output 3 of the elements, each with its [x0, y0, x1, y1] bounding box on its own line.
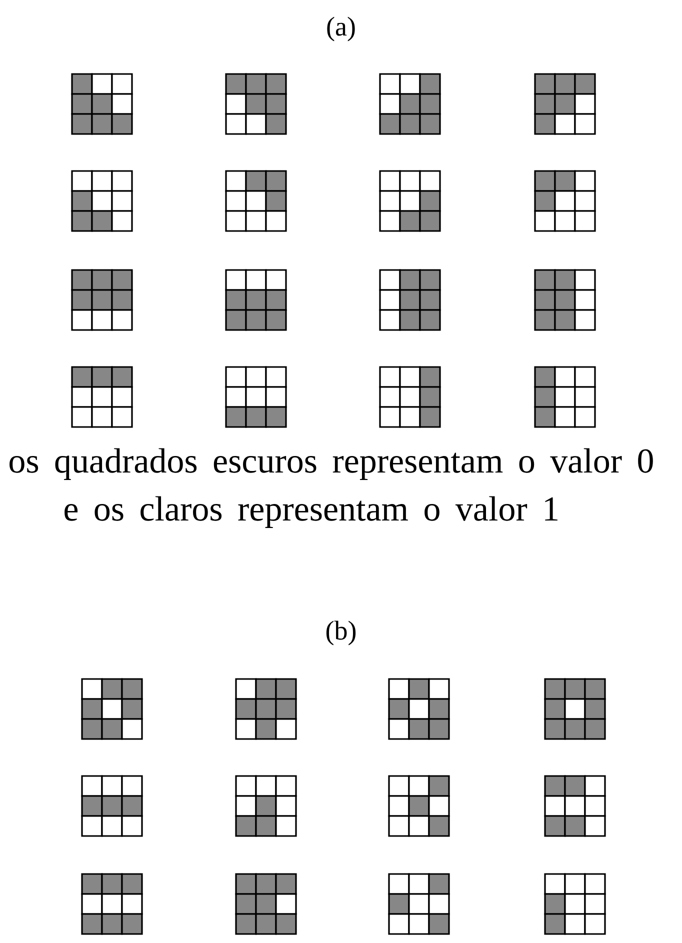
panel-label: (a) — [327, 16, 355, 42]
caption-text: os quadrados escuros representam o valor 0 e os claros representam o valor 1 — [10, 448, 653, 528]
panel-label: (b) — [326, 620, 356, 646]
